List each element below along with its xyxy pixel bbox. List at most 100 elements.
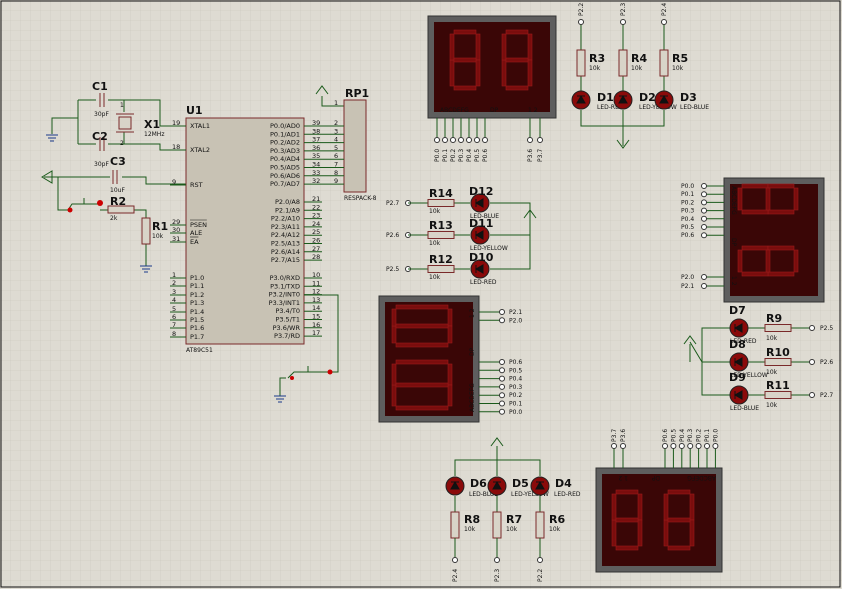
resistor-r2[interactable]: R2 2k [107, 195, 135, 222]
resistor[interactable] [427, 199, 455, 207]
display-pin-terminal [474, 137, 480, 143]
led[interactable] [729, 352, 749, 372]
segment [689, 519, 695, 547]
resistor[interactable] [618, 49, 628, 77]
resistor[interactable] [764, 358, 792, 366]
led-color: LED-RED [597, 104, 624, 111]
capacitor-c1[interactable]: C1 30pF [92, 80, 109, 118]
resistor[interactable] [764, 391, 792, 399]
u1-pin-number: 21 [312, 195, 320, 203]
resistor[interactable] [535, 511, 545, 539]
led-group-right: P2.5R910kD7LED-REDP2.6R1010kD8LED-YELLOW… [683, 304, 833, 412]
x1-pin1: 1 [120, 102, 124, 109]
u1-pin-name: P0.5/AD5 [270, 164, 300, 172]
led-ref: D12 [469, 185, 493, 198]
crystal-x1[interactable]: 1 2 X1 12MHz [116, 102, 164, 147]
resistor-r1[interactable]: R1 10k [141, 217, 168, 245]
display-pin-terminal [499, 317, 505, 324]
u1-part: AT89C51 [186, 347, 213, 354]
segment [611, 493, 617, 521]
resistor[interactable] [492, 511, 502, 539]
display-dp-label: DP [490, 107, 499, 114]
resistor[interactable] [427, 231, 455, 239]
u1-pin-number: 1 [172, 271, 176, 279]
resistor-ref: R13 [429, 219, 453, 232]
display-pin-terminal [527, 137, 533, 143]
led[interactable] [654, 90, 674, 110]
display-pin-net: P0.3 [458, 149, 465, 162]
display-pin-terminal [670, 443, 677, 449]
display-pin-terminal [611, 443, 617, 449]
resistor[interactable] [659, 49, 669, 77]
u1-pin-number: 9 [172, 178, 176, 186]
led[interactable] [470, 193, 490, 213]
resistor[interactable] [764, 324, 792, 332]
led[interactable] [729, 318, 749, 338]
u1-pin-name: P3.3/INT1 [269, 299, 300, 307]
c1-value: 30pF [94, 111, 109, 118]
segment [505, 29, 529, 35]
display-pin-terminal [450, 137, 456, 143]
resistor[interactable] [576, 49, 586, 77]
display-pin-net: P2.0 [681, 274, 694, 281]
led-diode-symbol [474, 264, 484, 274]
led[interactable] [571, 90, 591, 110]
display-pin-terminal [499, 375, 505, 382]
led[interactable] [470, 225, 490, 245]
led[interactable] [729, 385, 749, 405]
segment [395, 405, 449, 411]
display-pin-net: P0.6 [482, 149, 489, 162]
display-pin-net: P0.6 [662, 429, 669, 442]
reset-pushbutton[interactable] [67, 198, 104, 213]
resistor[interactable] [427, 265, 455, 273]
u1-pin-name: P3.0/RXD [270, 274, 300, 282]
u1-pin-name: ALE [190, 229, 202, 237]
display-pin-terminal [712, 443, 719, 449]
led[interactable] [445, 476, 465, 496]
u1-pin-name: P3.4/T0 [275, 307, 300, 315]
display-pin-terminal [701, 183, 707, 189]
net-terminal [620, 19, 626, 25]
u1-pin-name: P2.5/A13 [271, 240, 300, 248]
led-group-middle: P2.7R1410kD12LED-BLUEP2.6R1310kD11LED-YE… [386, 185, 537, 286]
led[interactable] [530, 476, 550, 496]
int-pushbutton[interactable] [287, 366, 333, 380]
led[interactable] [487, 476, 507, 496]
segment [395, 323, 449, 329]
rp1-pin-number: 2 [334, 119, 338, 127]
led-diode-symbol [618, 94, 628, 104]
seven-seg-digit [663, 489, 695, 551]
x1-pin2: 2 [120, 140, 124, 147]
resistor[interactable] [450, 511, 460, 539]
display-pin-terminal [701, 207, 707, 214]
segment [395, 359, 449, 365]
led[interactable] [470, 259, 490, 279]
display-pin-terminal [458, 137, 464, 143]
net-terminal [452, 557, 458, 563]
display-pin-terminal [499, 359, 505, 365]
display-digit-label: 1 2 [618, 474, 628, 481]
led-ref: D3 [680, 91, 697, 104]
segment [391, 325, 397, 344]
segment [615, 545, 639, 551]
capacitor-c3[interactable]: C3 10uF [110, 155, 126, 194]
segment [741, 209, 769, 215]
resistor-ref: R5 [672, 52, 688, 65]
oscillator-reset-circuit: C1 30pF C2 30pF 1 2 X1 12MHz C3 10uF [41, 80, 186, 273]
led-diode-symbol [450, 480, 460, 490]
led-wire [580, 110, 665, 146]
capacitor-c2[interactable]: C2 30pF [92, 130, 109, 168]
resistor-value: 10k [631, 65, 643, 72]
display-pin-terminal [442, 137, 448, 143]
segment [505, 57, 529, 63]
resistor-ref: R12 [429, 253, 453, 266]
led[interactable] [613, 90, 633, 110]
u1-pin-name: P1.6 [190, 324, 204, 332]
